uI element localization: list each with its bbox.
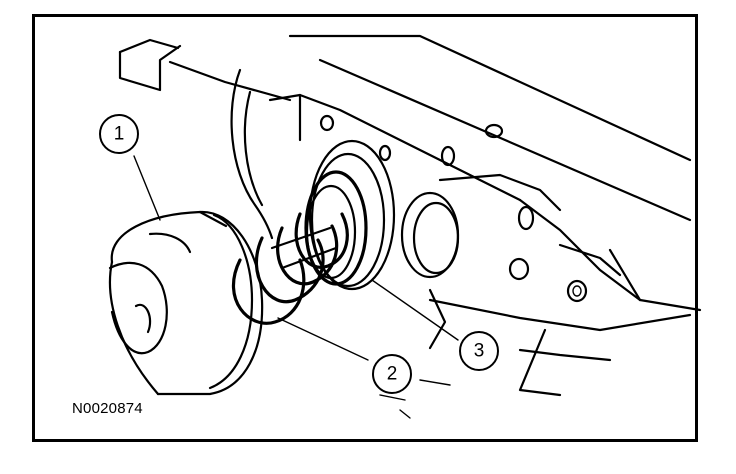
callout-2-label: 2 bbox=[387, 364, 398, 385]
callout-3: 3 bbox=[459, 331, 499, 371]
transmission-case bbox=[118, 34, 702, 419]
figure-id-label: N0020874 bbox=[72, 400, 143, 417]
callout-2: 2 bbox=[372, 354, 412, 394]
callout-1-label: 1 bbox=[114, 124, 125, 145]
callout-1: 1 bbox=[99, 114, 139, 154]
servo-bore bbox=[304, 139, 396, 291]
leader-lines bbox=[133, 155, 459, 361]
return-spring bbox=[232, 212, 349, 325]
servo-piston bbox=[108, 210, 264, 396]
callout-3-label: 3 bbox=[474, 341, 485, 362]
case-holes bbox=[319, 114, 588, 303]
